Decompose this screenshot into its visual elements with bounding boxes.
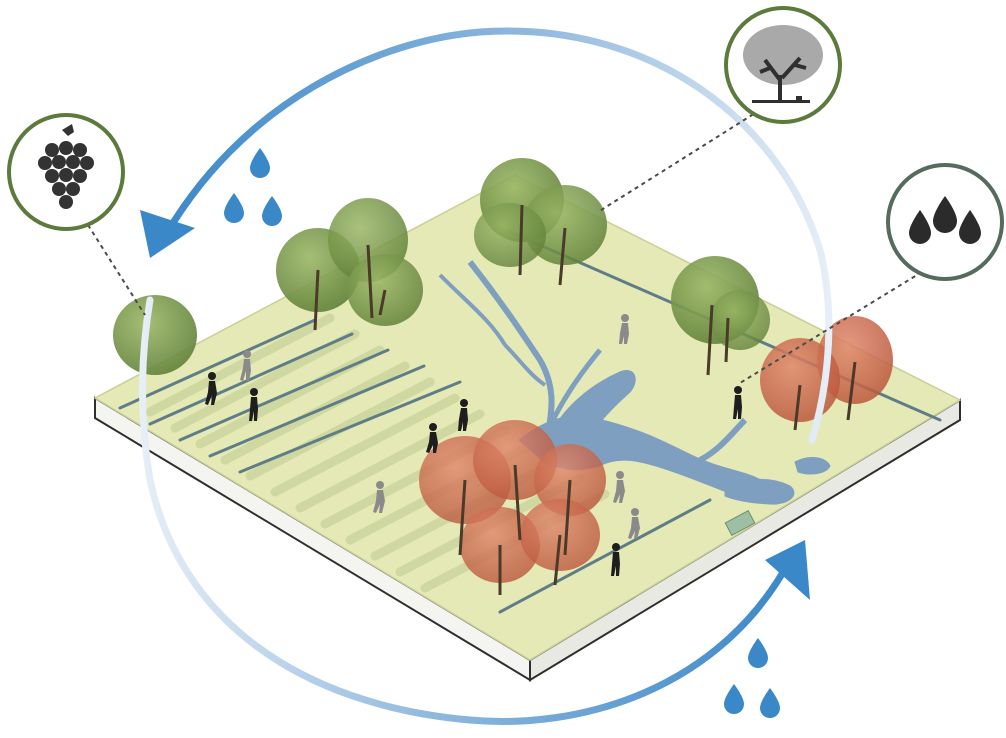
orange-trees	[419, 316, 893, 595]
rain-drops-top	[224, 148, 282, 226]
leader-lines	[87, 109, 923, 384]
person	[240, 350, 251, 381]
tree-green	[113, 295, 197, 375]
tree-icon	[724, 6, 842, 124]
person	[733, 386, 742, 419]
river	[438, 260, 831, 505]
tree-green	[474, 158, 607, 286]
person	[613, 471, 625, 503]
drop-icon	[760, 688, 780, 718]
rain-drops-bottom	[724, 638, 780, 718]
drop-icon	[224, 193, 244, 223]
person	[205, 372, 217, 405]
person	[373, 481, 385, 513]
person	[611, 543, 620, 576]
person	[628, 508, 640, 539]
person	[426, 423, 438, 453]
arrowhead-bottom	[765, 540, 810, 600]
grapes-icon	[7, 113, 125, 231]
sign-board	[724, 510, 756, 536]
drop-icon	[250, 148, 270, 178]
person	[458, 399, 468, 431]
arrowhead-top	[140, 210, 195, 258]
drop-icon	[724, 684, 744, 714]
people	[205, 314, 742, 576]
person	[249, 388, 258, 421]
drop-icon	[262, 196, 282, 226]
green-trees	[113, 158, 770, 376]
water-cycle-arrow-bottom	[139, 296, 794, 725]
water-cycle-arrow-top	[156, 27, 833, 444]
water-cycle-arrows	[139, 27, 833, 725]
person	[619, 314, 629, 344]
tree-green	[276, 198, 423, 331]
drop-icon	[748, 638, 768, 668]
tree-green	[671, 256, 770, 376]
water-drops-icon	[886, 163, 1004, 281]
